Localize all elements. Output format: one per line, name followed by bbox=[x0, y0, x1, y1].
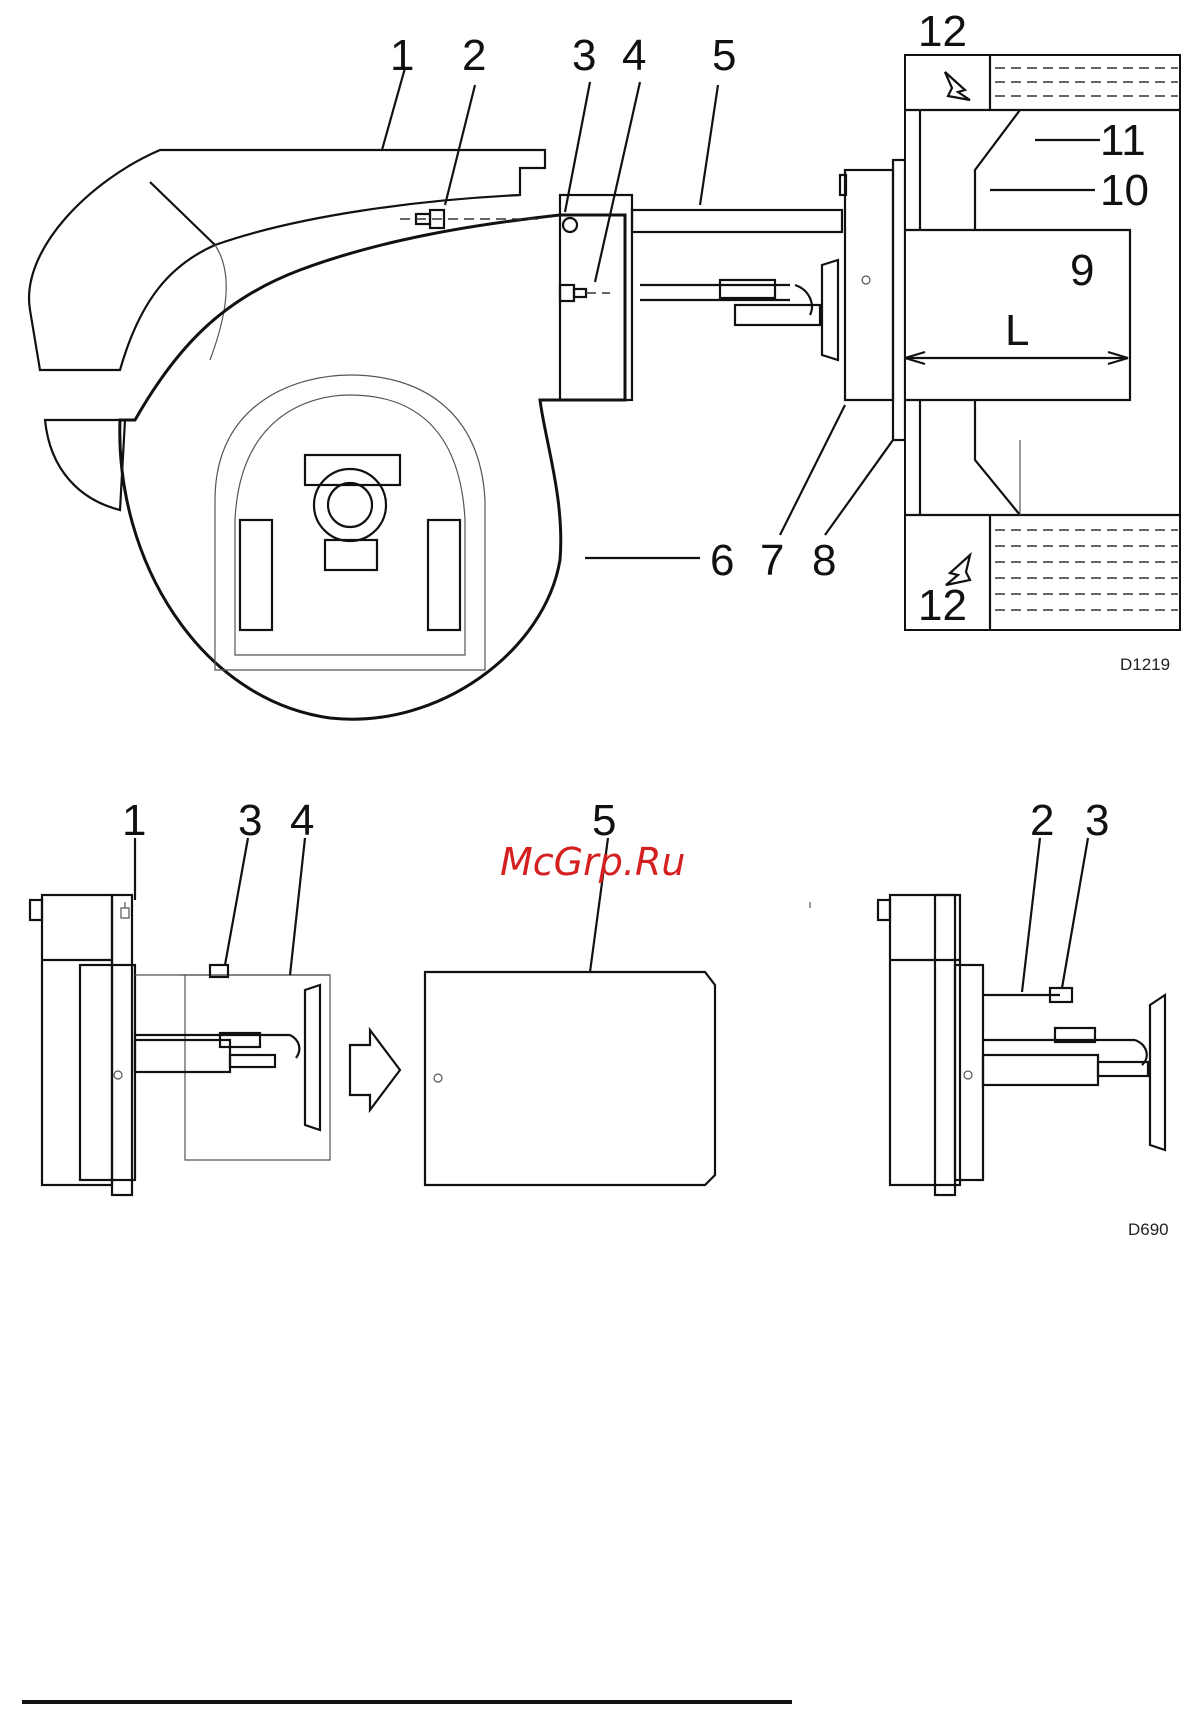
callout-10: 10 bbox=[1100, 166, 1149, 215]
insulating-gasket bbox=[893, 160, 905, 440]
figure-top: 1 2 3 4 5 6 7 8 9 10 11 12 12 L D1219 bbox=[29, 7, 1180, 719]
callout-3: 3 bbox=[572, 31, 596, 80]
mounting-flange bbox=[845, 170, 893, 400]
bottom-rule bbox=[22, 1700, 792, 1704]
callout-4: 4 bbox=[622, 31, 646, 80]
callout-8: 8 bbox=[812, 536, 836, 585]
callout-2: 2 bbox=[462, 31, 486, 80]
callout-b-2: 2 bbox=[1030, 796, 1054, 845]
screw-2 bbox=[400, 210, 540, 228]
assembly-right bbox=[810, 895, 1165, 1195]
dimension-label-L: L bbox=[1005, 306, 1029, 355]
callout-11: 11 bbox=[1100, 116, 1146, 165]
callout-b-1: 1 bbox=[122, 796, 146, 845]
callout-b-3: 3 bbox=[238, 796, 262, 845]
callout-12-top: 12 bbox=[918, 7, 967, 56]
figure-code-top: D1219 bbox=[1120, 655, 1170, 674]
burner-cover bbox=[29, 150, 545, 370]
watermark: McGrp.Ru bbox=[500, 840, 685, 884]
removed-blast-tube bbox=[425, 972, 715, 1185]
callout-6: 6 bbox=[710, 536, 734, 585]
callout-1: 1 bbox=[390, 31, 414, 80]
burner-flange bbox=[560, 195, 632, 400]
callout-7: 7 bbox=[760, 536, 784, 585]
callout-b-4: 4 bbox=[290, 796, 314, 845]
slide-bar bbox=[632, 210, 842, 232]
figure-code-bottom: D690 bbox=[1128, 1220, 1169, 1239]
direction-arrow bbox=[350, 1030, 400, 1110]
fan-housing bbox=[120, 215, 625, 719]
screw-3 bbox=[563, 218, 577, 232]
callout-9: 9 bbox=[1070, 246, 1094, 295]
callout-b-5: 5 bbox=[592, 796, 616, 845]
assembly-left bbox=[30, 895, 330, 1195]
callout-5: 5 bbox=[712, 31, 736, 80]
motor bbox=[240, 455, 460, 630]
callout-b-3-right: 3 bbox=[1085, 796, 1109, 845]
callout-12-bottom: 12 bbox=[918, 581, 967, 630]
screw-4 bbox=[560, 285, 610, 301]
